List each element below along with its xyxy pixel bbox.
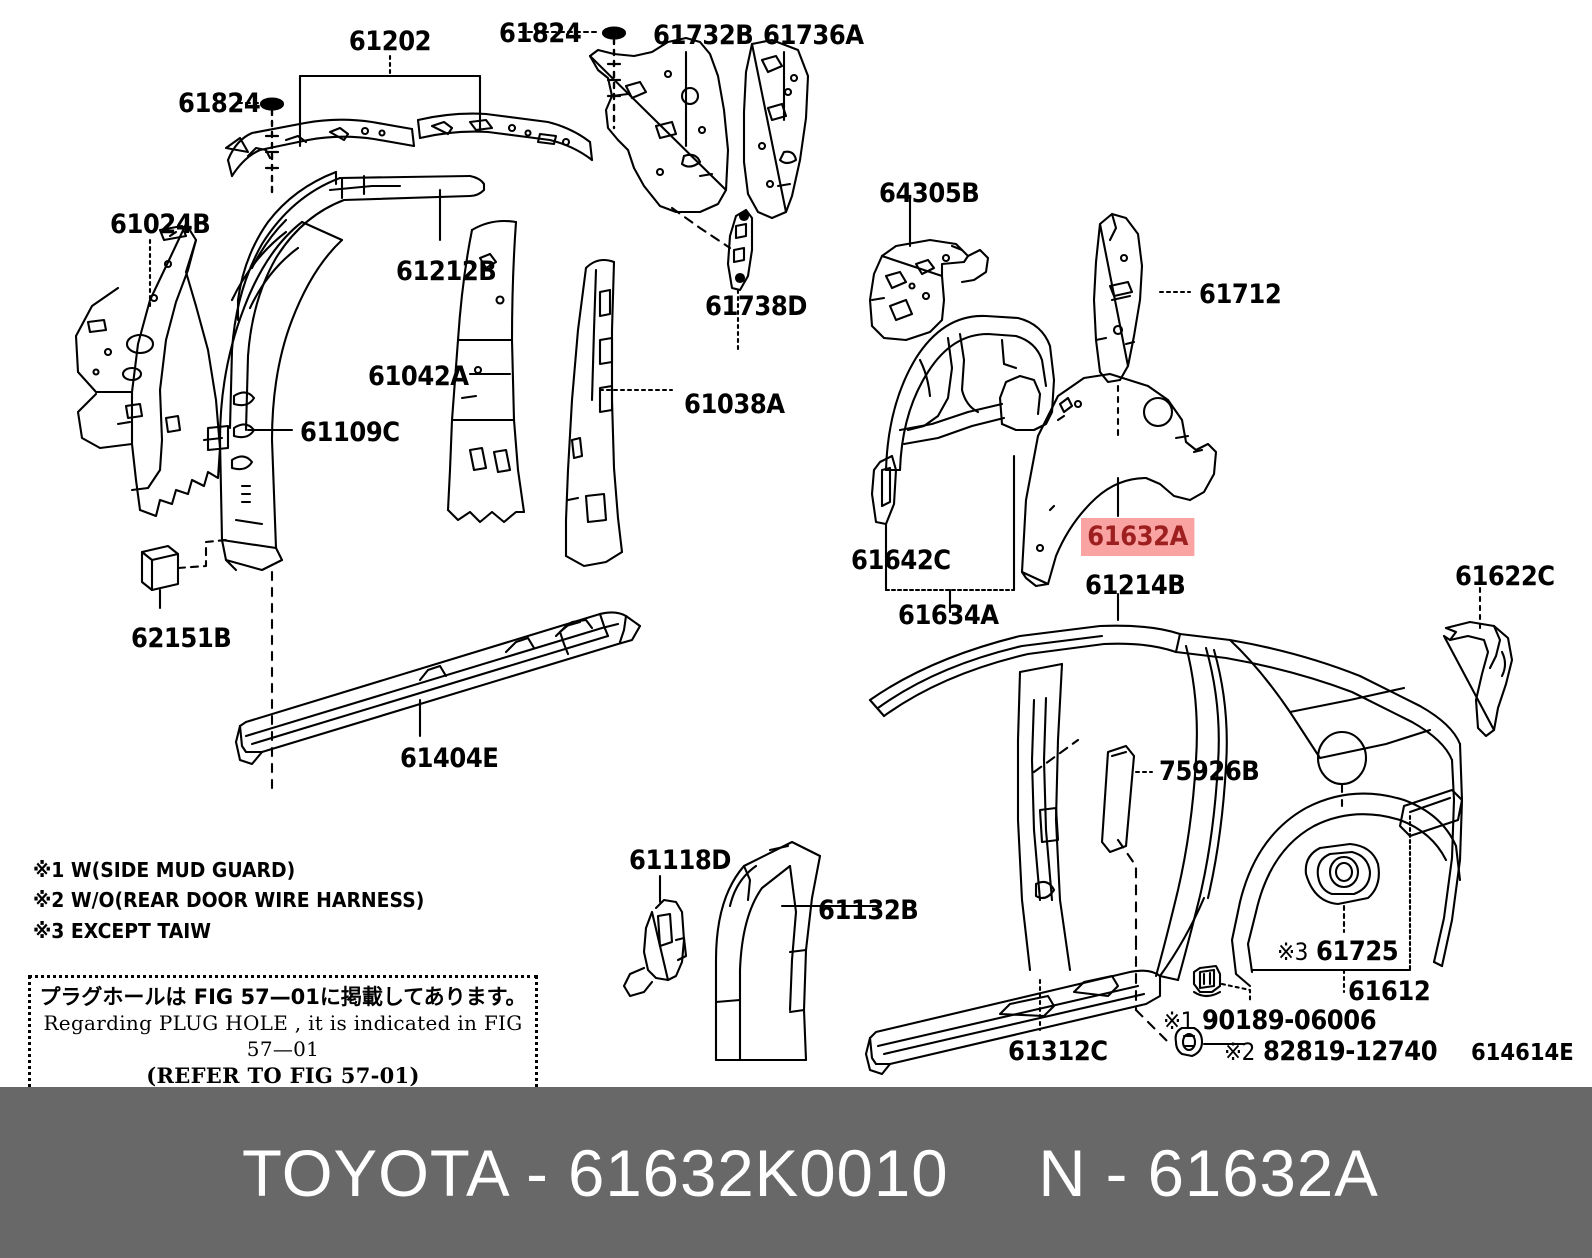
part-90189-06006 (1192, 964, 1222, 998)
footer-bar: TOYOTA - 61632K0010 N - 61632A (0, 1087, 1592, 1258)
part-label-61312C: 61312C (1008, 1036, 1108, 1067)
part-61634A-wheelhouse (884, 314, 1056, 472)
part-61736A (742, 38, 810, 220)
leader-90189 (1220, 982, 1252, 1002)
plug-hole-note-reference: (REFER TO FIG 57-01) (146, 1063, 420, 1089)
footnote-3: ※3 EXCEPT TAIW (33, 918, 212, 943)
bracket-61202-sides (298, 74, 482, 148)
plug-hole-note-english: Regarding PLUG HOLE , it is indicated in… (43, 1011, 523, 1062)
part-61038A (564, 258, 624, 568)
part-label-75926B: 75926B (1159, 756, 1260, 787)
part-label-61712: 61712 (1199, 279, 1282, 310)
part-61202 (224, 112, 594, 178)
part-61042A (446, 219, 526, 524)
part-label-61634A: 61634A (898, 600, 999, 631)
part-82819-12740 (1174, 1026, 1204, 1058)
parts-linework (74, 26, 1514, 1076)
part-label-61202: 61202 (348, 26, 432, 57)
part-61024B (74, 222, 222, 518)
footnote-marker: ※3 (1277, 938, 1308, 966)
footer-separator-2: - (1105, 1135, 1129, 1210)
part-61118D (622, 898, 688, 998)
footnote-1: ※1 W(SIDE MUD GUARD) (33, 858, 296, 882)
footer-part-label: TOYOTA - 61632K0010 N - 61632A (242, 1135, 1379, 1211)
footer-side-code: N (1038, 1135, 1087, 1210)
part-61622C (1442, 620, 1514, 738)
footnote-marker: ※1 (1163, 1007, 1194, 1035)
figure-code: 614614E (1471, 1040, 1574, 1066)
part-label-61642C: 61642C (851, 545, 951, 576)
leader-61312-dash-d (1134, 1008, 1172, 1046)
leader-75926B-dash (1032, 738, 1080, 774)
body-side-assembly (864, 624, 1464, 1076)
footnote-marker: ※2 (1224, 1038, 1255, 1066)
leader-bpillar-dash (1116, 838, 1138, 942)
plug-hole-note: プラグホールは FIG 57—01に掲載してあります。 Regarding PL… (28, 975, 538, 1101)
part-label-62151B: 62151B (131, 623, 232, 654)
part-label-61404E: 61404E (400, 743, 499, 774)
part-number-text: 61725 (1315, 936, 1399, 967)
part-61712 (1092, 212, 1144, 384)
part-label-61732B: 61732B (653, 20, 754, 51)
part-label-61622C: 61622C (1455, 561, 1555, 592)
part-61404E (234, 611, 642, 766)
part-61109C (202, 220, 344, 572)
part-number-text: 90189-06006 (1201, 1005, 1377, 1036)
part-label-61824-top: 61824 (499, 18, 582, 49)
part-61642C-bracket (870, 454, 898, 526)
part-label-90189-06006: ※1 90189-06006 (1163, 1005, 1377, 1036)
part-61132B (714, 840, 822, 1062)
part-label-61632A: 61632A (1081, 518, 1195, 556)
part-label-61736A: 61736A (763, 20, 864, 51)
part-61214B-61632A (1020, 372, 1218, 588)
part-label-82819-12740: ※2 82819-12740 (1224, 1036, 1438, 1067)
part-label-61038A: 61038A (684, 389, 785, 420)
part-label-61738D: 61738D (705, 291, 808, 322)
part-label-61725: ※3 61725 (1277, 936, 1399, 967)
part-61732B (588, 36, 730, 214)
part-label-61824-left: 61824 (178, 88, 261, 119)
footer-ref-code: 61632A (1147, 1135, 1379, 1210)
part-number-text: 82819-12740 (1262, 1036, 1438, 1067)
part-75926B (1100, 744, 1136, 854)
part-label-61212B: 61212B (396, 256, 497, 287)
part-label-61612: 61612 (1348, 976, 1431, 1007)
part-61725 (1304, 842, 1380, 906)
part-label-61024B: 61024B (110, 209, 211, 240)
footnote-2: ※2 W/O(REAR DOOR WIRE HARNESS) (33, 888, 425, 913)
leader-61738D-dash (670, 206, 732, 250)
footnote-list: ※1 W(SIDE MUD GUARD) ※2 W/O(REAR DOOR WIR… (33, 855, 424, 946)
part-label-61132B: 61132B (818, 895, 919, 926)
footer-part-number: 61632K0010 (568, 1135, 949, 1210)
part-label-61109C: 61109C (300, 417, 400, 448)
plug-hole-note-japanese: プラグホールは FIG 57—01に掲載してあります。 (39, 985, 527, 1009)
part-label-61118D: 61118D (629, 845, 732, 876)
part-61738D (726, 208, 754, 292)
part-62151B (140, 544, 180, 592)
footer-brand: TOYOTA (242, 1135, 507, 1210)
part-label-61214B: 61214B (1085, 570, 1186, 601)
part-label-64305B: 64305B (879, 178, 980, 209)
leader-62151B-dash (176, 538, 228, 570)
part-64305B (868, 238, 990, 342)
part-61212B (228, 170, 486, 432)
footer-separator-1: - (526, 1135, 549, 1210)
part-label-61042A: 61042A (368, 361, 469, 392)
